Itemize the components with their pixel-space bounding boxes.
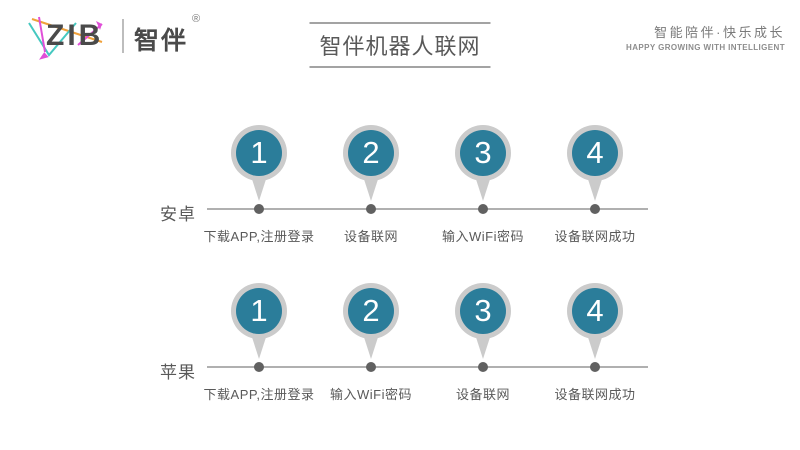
step-label: 设备联网成功	[554, 229, 636, 244]
step-pin-icon: 1	[231, 283, 287, 339]
step-label: 设备联网成功	[554, 387, 636, 402]
logo-zib-text: ZIB	[46, 19, 104, 52]
logo-zigzag-icon	[28, 16, 103, 60]
brand-name: 智伴	[134, 27, 189, 55]
step-pin-icon: 2	[343, 283, 399, 339]
step-label: 输入WiFi密码	[330, 387, 412, 402]
step-number: 1	[236, 130, 282, 176]
step-label: 输入WiFi密码	[442, 229, 524, 244]
step-label: 设备联网	[343, 229, 399, 244]
timeline-track-apple	[207, 366, 648, 368]
step-number: 3	[460, 130, 506, 176]
step-number: 3	[460, 288, 506, 334]
step-dot-icon	[478, 204, 488, 214]
step-dot-icon	[478, 362, 488, 372]
step-number: 2	[348, 288, 394, 334]
step-label: 设备联网	[455, 387, 511, 402]
step-dot-icon	[590, 204, 600, 214]
step-dot-icon	[366, 362, 376, 372]
logo: ZIB 智伴 ®	[26, 12, 226, 66]
step-dot-icon	[590, 362, 600, 372]
step-pin-icon: 1	[231, 125, 287, 181]
step-pin-icon: 4	[567, 125, 623, 181]
row-label-apple: 苹果	[160, 363, 196, 382]
step-number: 2	[348, 130, 394, 176]
step-pin-icon: 3	[455, 125, 511, 181]
step-number: 4	[572, 288, 618, 334]
step-label: 下载APP,注册登录	[203, 229, 315, 244]
step-pin-icon: 3	[455, 283, 511, 339]
step-dot-icon	[254, 362, 264, 372]
step-pin-icon: 2	[343, 125, 399, 181]
step-dot-icon	[254, 204, 264, 214]
page-title: 智伴机器人联网	[309, 22, 491, 68]
step-pin-icon: 4	[567, 283, 623, 339]
slogan-chinese: 智能陪伴·快乐成长	[654, 25, 785, 40]
slogan: 智能陪伴·快乐成长 HAPPY GROWING WITH INTELLIGENT	[626, 22, 785, 52]
step-label: 下载APP,注册登录	[203, 387, 315, 402]
slogan-english: HAPPY GROWING WITH INTELLIGENT	[626, 43, 785, 52]
timeline-track-android	[207, 208, 648, 210]
step-number: 1	[236, 288, 282, 334]
registered-mark: ®	[192, 13, 201, 25]
step-dot-icon	[366, 204, 376, 214]
row-label-android: 安卓	[160, 205, 196, 224]
logo-divider	[122, 19, 124, 53]
step-number: 4	[572, 130, 618, 176]
